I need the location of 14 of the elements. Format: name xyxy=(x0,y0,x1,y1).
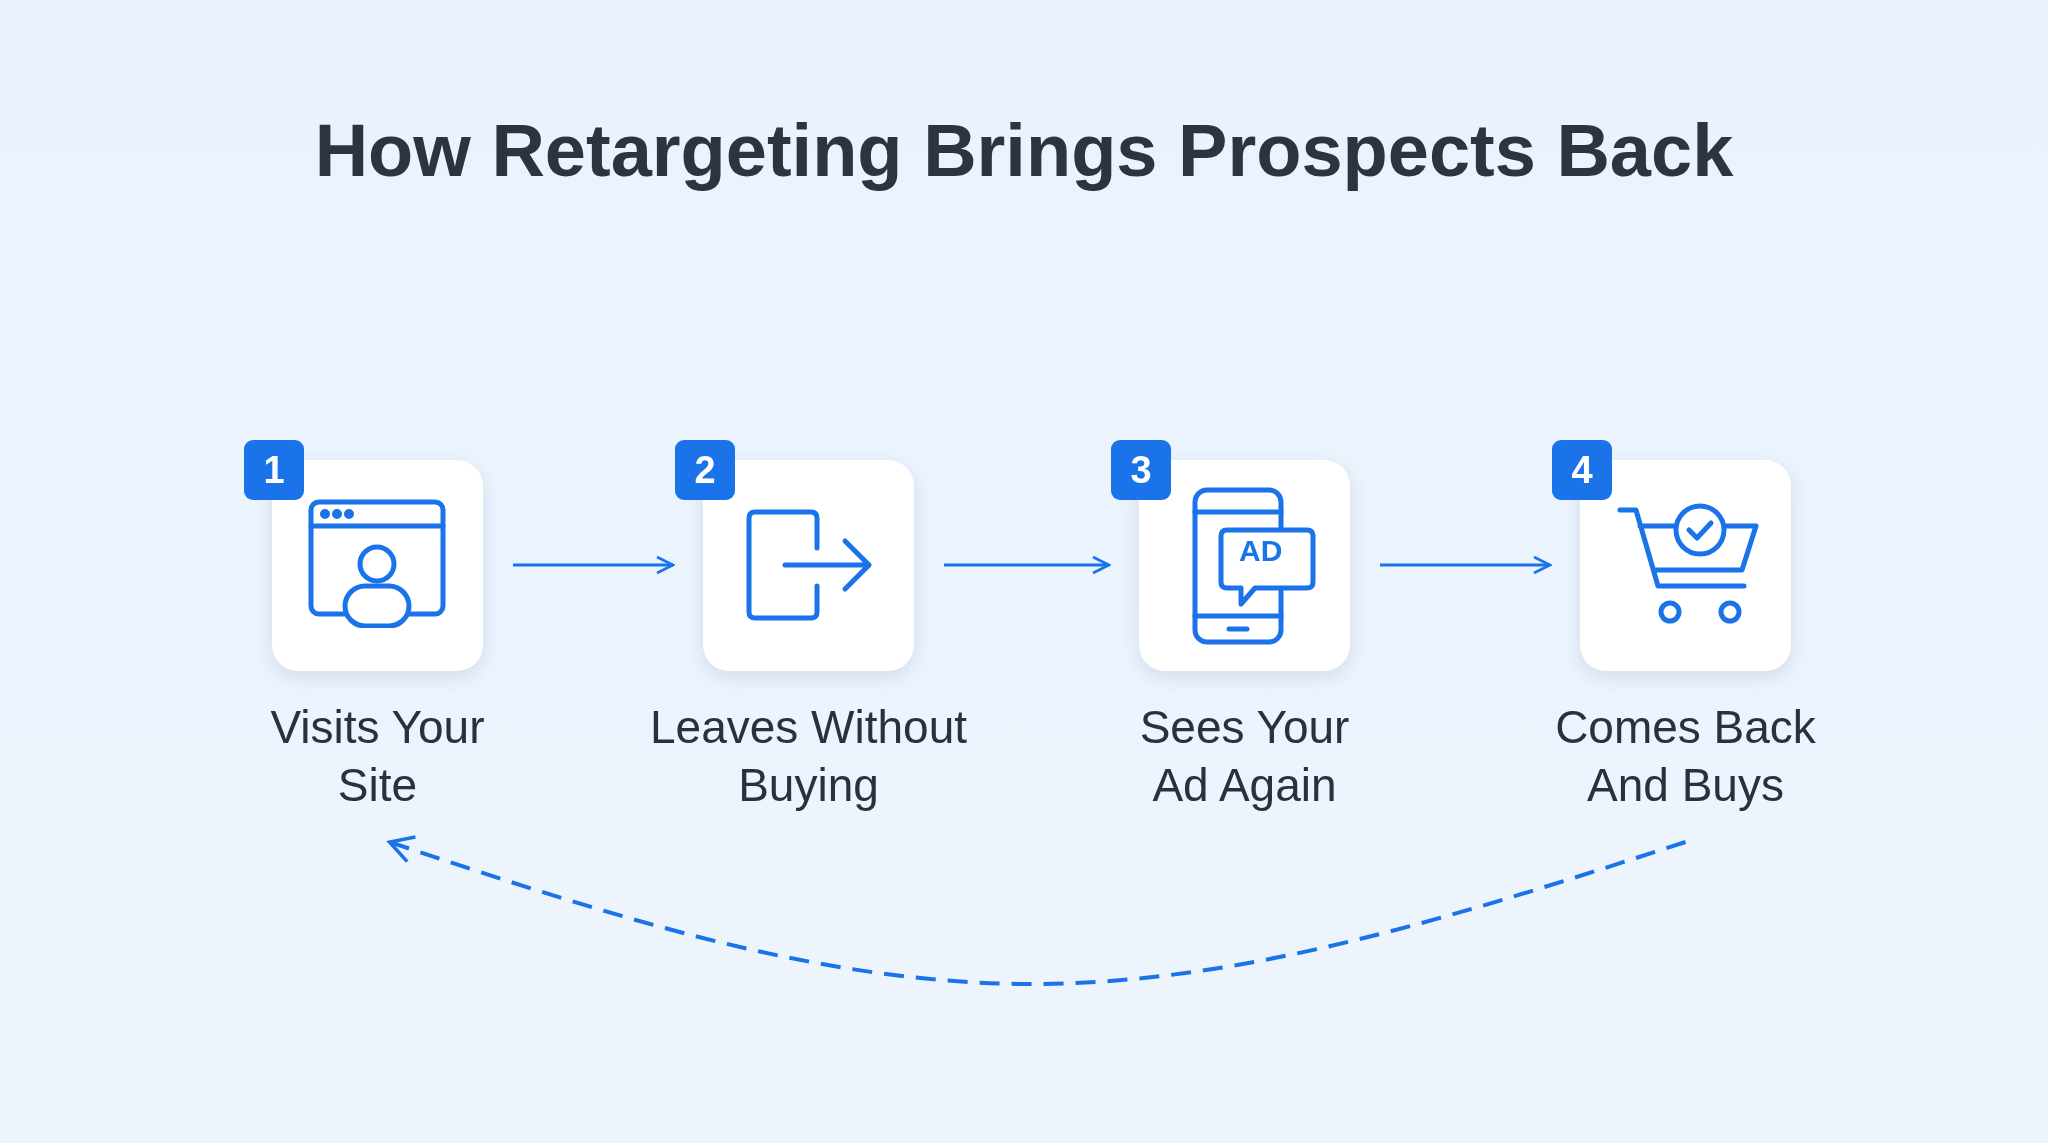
arrow xyxy=(1380,555,1552,575)
step-label: Sees Your Ad Again xyxy=(1138,700,1351,813)
ad-text: AD xyxy=(1239,535,1283,567)
step-label: Leaves Without Buying xyxy=(648,700,969,813)
step-number: 3 xyxy=(1111,440,1171,500)
return-arrow xyxy=(387,835,1687,986)
step-number: 1 xyxy=(244,440,304,500)
title: How Retargeting Brings Prospects Back xyxy=(314,108,1734,193)
arrow xyxy=(944,555,1111,575)
step-number: 4 xyxy=(1552,440,1612,500)
step-number: 2 xyxy=(675,440,735,500)
step-label: Comes Back And Buys xyxy=(1554,700,1817,813)
step-label: Visits Your Site xyxy=(269,700,486,813)
arrow xyxy=(513,555,675,575)
